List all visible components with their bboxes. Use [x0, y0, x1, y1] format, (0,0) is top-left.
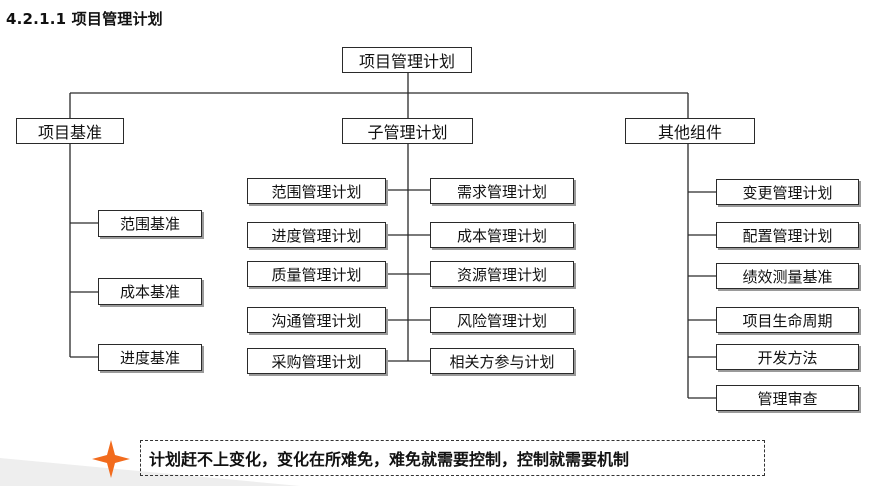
baseline-item: 成本基准	[98, 278, 202, 305]
sub-plan-right-item: 资源管理计划	[430, 261, 574, 287]
sub-plan-left-item: 采购管理计划	[247, 348, 386, 374]
sub-plan-left-item: 进度管理计划	[247, 222, 386, 248]
sub-plan-right-item: 风险管理计划	[430, 307, 574, 333]
other-component-item: 变更管理计划	[716, 179, 859, 205]
sub-plan-left-item: 质量管理计划	[247, 261, 386, 287]
sub-plan-left-item: 沟通管理计划	[247, 307, 386, 333]
baseline-item: 范围基准	[98, 210, 202, 237]
other-component-item: 项目生命周期	[716, 307, 859, 333]
other-component-item: 绩效测量基准	[716, 263, 859, 289]
page-title: 4.2.1.1 项目管理计划	[6, 10, 163, 28]
baseline-item: 进度基准	[98, 344, 202, 371]
four-point-star-icon	[92, 440, 130, 478]
motto-banner: 计划赶不上变化，变化在所难免，难免就需要控制，控制就需要机制	[140, 440, 765, 476]
sub-plan-right-item: 相关方参与计划	[430, 348, 574, 374]
other-component-item: 开发方法	[716, 344, 859, 370]
sub-plan-right-item: 需求管理计划	[430, 178, 574, 204]
other-components-node: 其他组件	[625, 118, 755, 144]
sub-plan-left-item: 范围管理计划	[247, 178, 386, 204]
other-component-item: 管理审查	[716, 385, 859, 411]
sub-plans-node: 子管理计划	[342, 118, 473, 144]
other-component-item: 配置管理计划	[716, 222, 859, 248]
baseline-node: 项目基准	[16, 118, 124, 144]
sub-plan-right-item: 成本管理计划	[430, 222, 574, 248]
root-node: 项目管理计划	[342, 47, 472, 73]
